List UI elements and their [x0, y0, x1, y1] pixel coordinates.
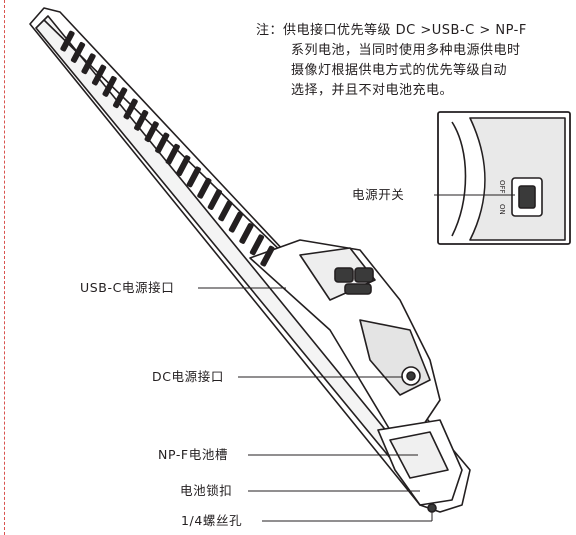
wand-front-face	[35, 15, 411, 471]
note-prefix: 注：	[256, 23, 284, 38]
control-button-2	[354, 267, 374, 283]
dc-port-hole	[406, 371, 416, 381]
vent-slot	[207, 189, 222, 210]
vent-slot	[165, 143, 180, 165]
inset-housing-curve	[451, 121, 467, 237]
label-screw-hole: 1/4螺丝孔	[181, 513, 243, 528]
control-button-3	[344, 283, 372, 295]
wand-inner-edge	[43, 19, 293, 263]
power-priority-note: 注：供电接口优先等级 DC >USB-C > NP-F 系列电池，当同时使用多种…	[256, 21, 572, 101]
note-line-2: 系列电池，当同时使用多种电源供电时	[291, 43, 521, 58]
note-text-1: 供电接口优先等级 DC >USB-C > NP-F	[283, 23, 527, 38]
vent-slot	[155, 132, 170, 154]
switch-off-mark: OFF	[498, 180, 506, 194]
vent-slot	[218, 200, 233, 222]
vent-slot	[228, 211, 244, 233]
vent-slot	[60, 30, 75, 52]
vent-slot	[197, 177, 212, 199]
wand-vent-slots	[60, 30, 275, 267]
note-line-3: 摄像灯根据供电方式的优先等级自动	[291, 63, 508, 78]
vent-slot	[239, 223, 254, 244]
power-switch-toggle	[518, 185, 536, 209]
battery-slot-inner	[389, 431, 449, 479]
page-dashed-border	[4, 0, 5, 535]
vent-slot	[113, 87, 128, 109]
screw-hole	[427, 503, 437, 513]
vent-slot	[144, 121, 159, 143]
vent-slot	[260, 245, 275, 267]
switch-on-mark: ON	[498, 204, 506, 215]
label-battery-lock: 电池锁扣	[180, 483, 233, 498]
label-usbc-port: USB-C电源接口	[80, 280, 175, 295]
vent-slot	[91, 64, 107, 86]
label-power-switch: 电源开关	[352, 187, 405, 202]
control-button-1	[334, 267, 354, 283]
note-line-1: 注：供电接口优先等级 DC >USB-C > NP-F	[256, 21, 572, 41]
label-npf-slot: NP-F电池槽	[158, 447, 229, 462]
vent-slot	[123, 98, 138, 120]
vent-slot	[70, 42, 86, 63]
vent-slot	[81, 53, 96, 75]
vent-slot	[176, 155, 191, 177]
vent-slot	[102, 75, 117, 97]
vent-slot	[186, 166, 201, 188]
label-dc-port: DC电源接口	[152, 369, 224, 384]
vent-slot	[249, 234, 265, 256]
note-line-4: 选择，并且不对电池充电。	[291, 83, 454, 98]
vent-slot	[134, 109, 149, 131]
